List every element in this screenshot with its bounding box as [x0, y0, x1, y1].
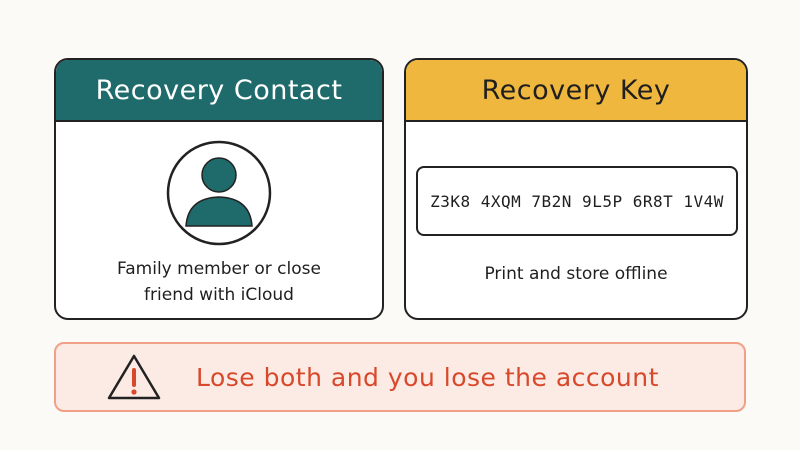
recovery-key-title: Recovery Key: [406, 60, 746, 122]
recovery-contact-title: Recovery Contact: [56, 60, 382, 122]
recovery-contact-description: Family member or close friend with iClou…: [56, 256, 382, 308]
warning-triangle-icon: [107, 354, 161, 400]
person-avatar-icon: [166, 140, 272, 246]
recovery-key-caption: Print and store offline: [484, 264, 668, 284]
warning-banner: Lose both and you lose the account: [54, 342, 746, 412]
recovery-key-card: Recovery Key Z3K8 4XQM 7B2N 9L5P 6R8T 1V…: [404, 58, 748, 320]
recovery-contact-card: Recovery Contact Family member or close …: [54, 58, 384, 320]
recovery-contact-description-line2: friend with iCloud: [144, 285, 294, 305]
recovery-key-value: Z3K8 4XQM 7B2N 9L5P 6R8T 1V4W: [416, 166, 738, 236]
recovery-contact-description-line1: Family member or close: [117, 259, 321, 279]
warning-text: Lose both and you lose the account: [196, 362, 659, 392]
